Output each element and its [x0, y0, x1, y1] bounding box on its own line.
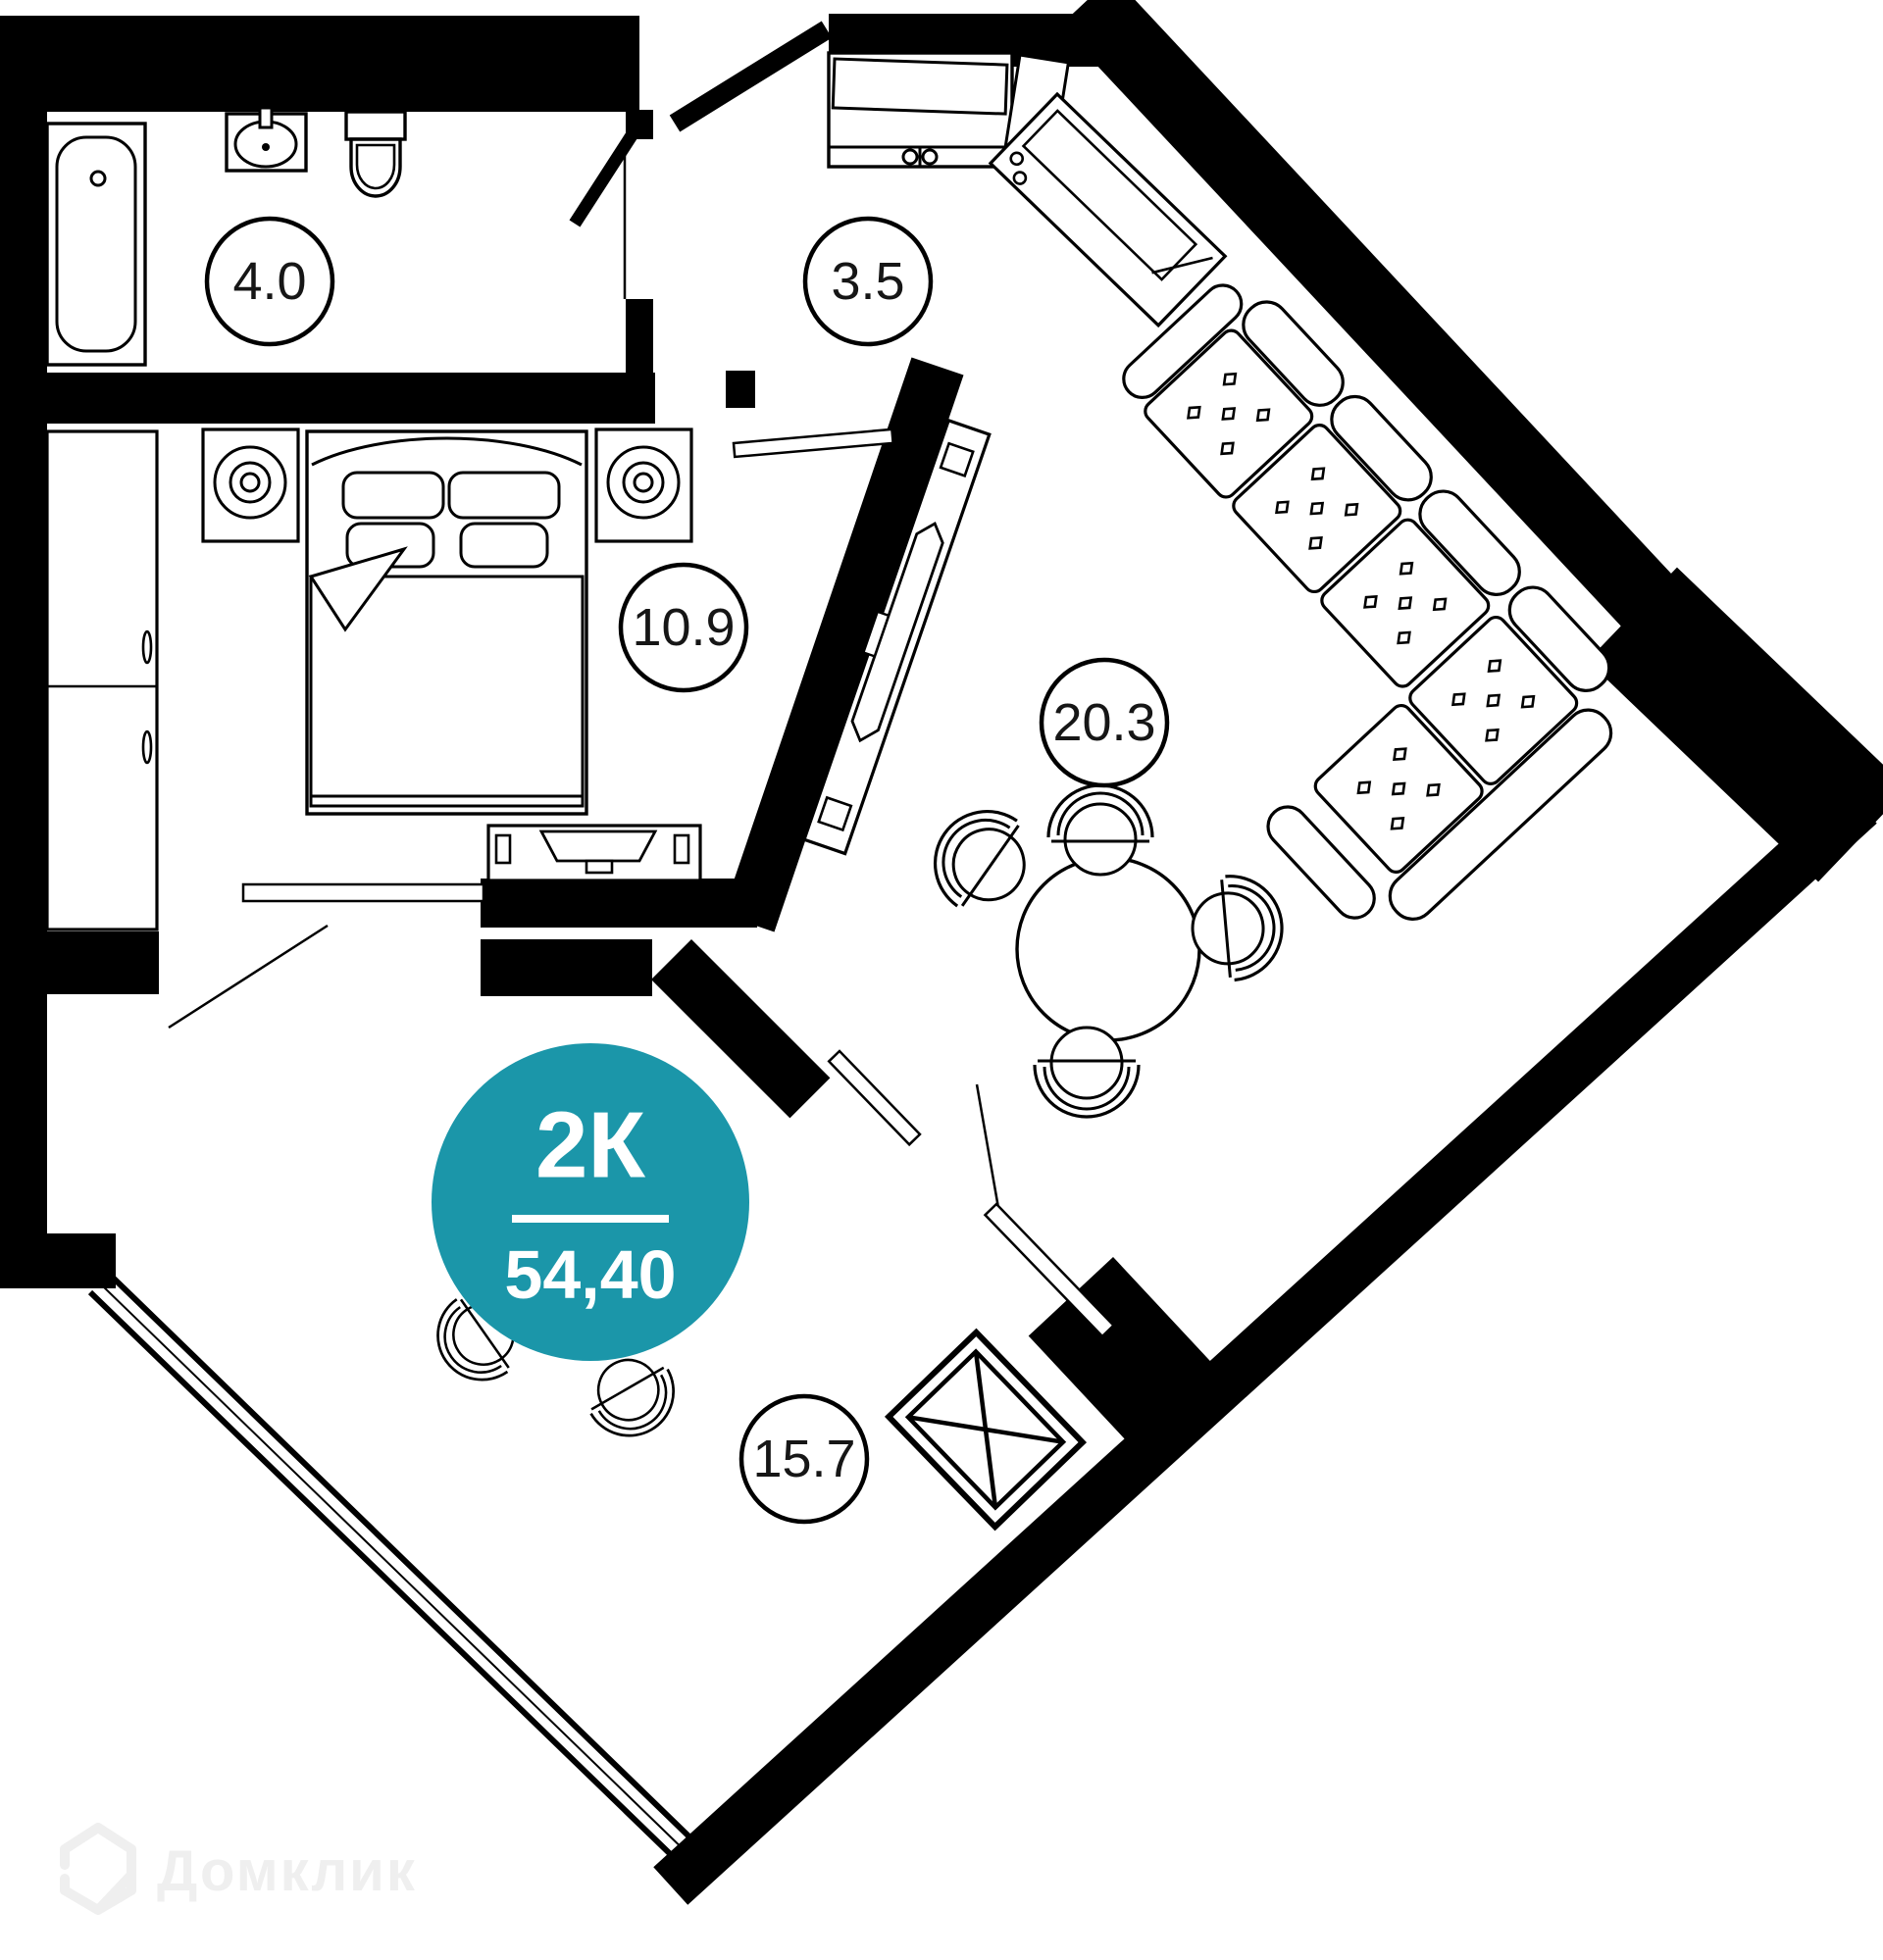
balcony-glazing	[87, 1272, 707, 1873]
wall-room2-left	[0, 931, 159, 994]
tv-console	[802, 418, 992, 856]
toilet	[344, 110, 407, 198]
area-label-room-2: 15.7	[738, 1393, 870, 1525]
wall-left-step	[0, 1233, 116, 1288]
area-value-room-2: 15.7	[752, 1430, 855, 1488]
dining-chair-right	[1186, 870, 1289, 985]
wall-bathroom-bottom	[47, 373, 655, 424]
wall-bedroom-bottom-b	[481, 939, 652, 996]
walls	[0, 0, 1883, 1905]
sink	[225, 106, 308, 173]
hallway-wardrobe	[827, 51, 1014, 169]
area-value-hallway: 3.5	[831, 252, 904, 311]
area-value-bedroom: 10.9	[632, 598, 735, 657]
room2-door-leaf-a	[827, 1049, 922, 1147]
bedroom-door-swing	[168, 924, 329, 1030]
living-cabinet	[988, 91, 1228, 328]
dining-chair-bottom	[1033, 1026, 1141, 1119]
hall-door-leaf	[732, 427, 894, 459]
dining-table	[1015, 856, 1201, 1042]
nightstand-right	[594, 427, 693, 543]
wall-corner-block	[1587, 567, 1883, 882]
wall-diagonal-bottom-right	[653, 785, 1877, 1905]
watermark: Домклик	[60, 1823, 417, 1915]
dresser-tv	[486, 824, 702, 882]
unit-badge: 2К 54,40	[432, 1043, 749, 1361]
area-label-bathroom: 4.0	[204, 216, 335, 347]
wall-top-left	[0, 16, 639, 112]
nightstand-left	[201, 427, 300, 543]
watermark-house-icon	[60, 1823, 136, 1915]
unit-badge-circle	[432, 1043, 749, 1361]
wall-bedroom-bottom-a	[481, 879, 757, 928]
watermark-text: Домклик	[157, 1839, 417, 1903]
area-label-hallway: 3.5	[802, 216, 934, 347]
area-value-bathroom: 4.0	[232, 252, 306, 311]
room2-door-leaf-b	[983, 1202, 1116, 1338]
pocket-door-panel	[241, 882, 485, 903]
area-value-living-room: 20.3	[1052, 693, 1155, 752]
closet	[45, 429, 159, 931]
wall-interior-angled	[722, 357, 964, 932]
area-label-bedroom: 10.9	[618, 562, 749, 693]
room2-door-swing	[975, 1083, 1000, 1209]
entrance-door	[669, 21, 833, 132]
wall-left	[0, 112, 47, 1235]
corner-sofa	[1122, 283, 1620, 921]
bathroom-door	[569, 126, 641, 299]
wall-bathroom-post	[626, 299, 653, 424]
bed	[305, 429, 588, 816]
area-label-living-room: 20.3	[1039, 657, 1170, 788]
bathtub	[45, 122, 147, 367]
unit-badge-rooms: 2К	[535, 1093, 645, 1198]
unit-badge-area: 54,40	[504, 1236, 676, 1313]
wall-hall-post	[726, 371, 755, 408]
wall-bottom-wedge	[650, 939, 831, 1119]
room-area-labels: 4.0 3.5 10.9 20.3 15.7	[204, 216, 1170, 1525]
shaft-box	[884, 1328, 1088, 1532]
